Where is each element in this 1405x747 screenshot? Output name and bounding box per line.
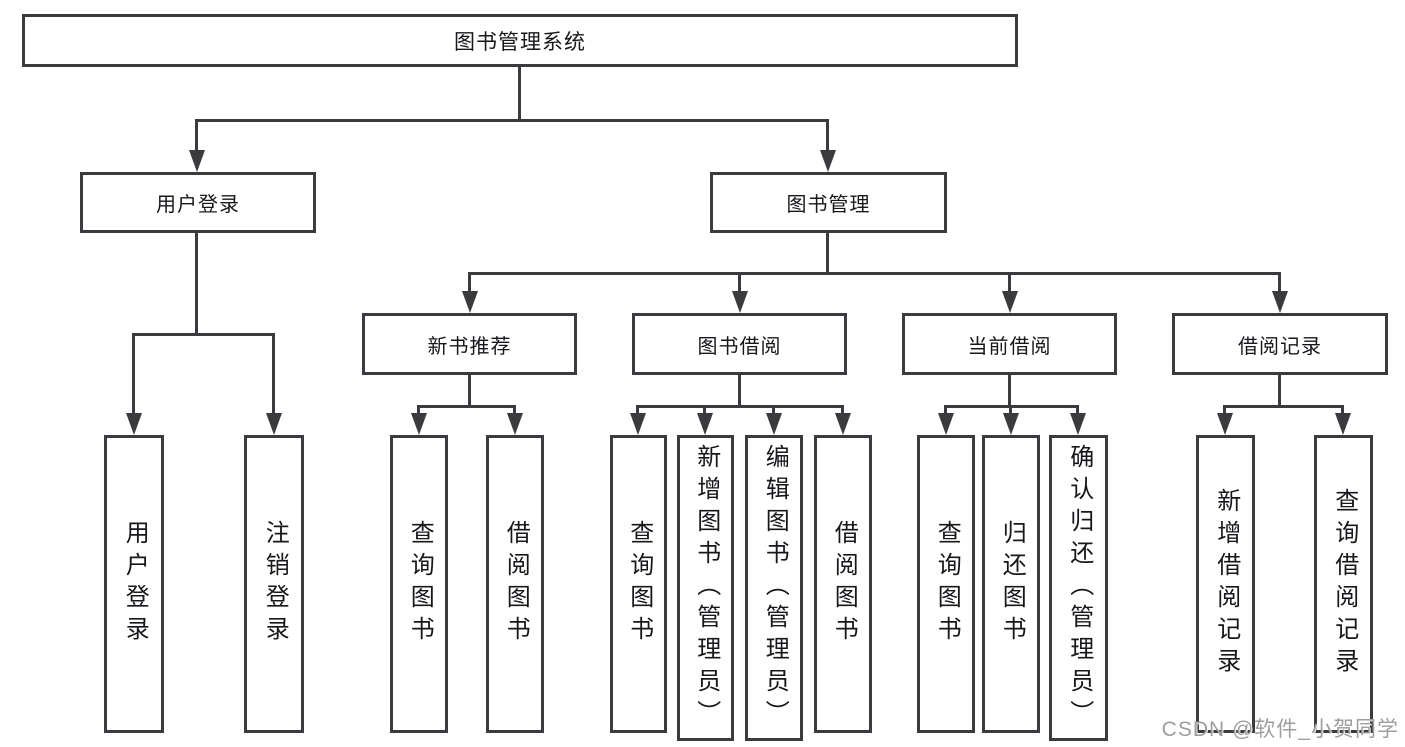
node-library-management-system: 图书管理系统 <box>22 14 1018 67</box>
connector-line <box>703 405 706 415</box>
connector-line <box>1341 405 1344 415</box>
csdn-watermark: CSDN @软件_小贺同学 <box>1161 718 1399 741</box>
connector-line <box>841 405 844 415</box>
arrow-down-icon <box>938 413 954 435</box>
arrow-down-icon <box>126 413 142 435</box>
connector-line <box>826 232 829 274</box>
arrow-down-icon <box>1070 413 1086 435</box>
arrow-down-icon <box>1217 413 1233 435</box>
leaf-add-borrow-record: 新增借阅记录 <box>1196 435 1255 733</box>
node-label: 图书管理 <box>786 194 871 216</box>
connector-line <box>738 375 741 407</box>
arrow-down-icon <box>697 413 713 435</box>
node-new-book-recommend: 新书推荐 <box>362 313 577 375</box>
arrow-down-icon <box>766 413 782 435</box>
leaf-user-login: 用户登录 <box>104 435 164 733</box>
node-borrowing-records: 借阅记录 <box>1172 313 1388 375</box>
connector-line <box>468 272 471 293</box>
node-label: 用户登录 <box>156 194 240 216</box>
leaf-label: 编辑图书（管理员） <box>761 444 789 732</box>
leaf-add-books-admin: 新增图书（管理员） <box>677 435 734 741</box>
connector-line <box>1008 272 1011 293</box>
leaf-logout: 注销登录 <box>244 435 304 733</box>
arrow-down-icon <box>507 413 523 435</box>
connector-line <box>1278 272 1281 293</box>
arrow-down-icon <box>189 150 205 172</box>
connector-line <box>1278 375 1281 407</box>
leaf-label: 查询借阅记录 <box>1330 488 1358 680</box>
connector-line <box>772 405 775 415</box>
connector-line <box>944 405 947 415</box>
connector-line <box>132 333 135 415</box>
connector-line <box>1223 405 1226 415</box>
connector-line <box>1223 405 1344 408</box>
leaf-query-books-2: 查询图书 <box>610 435 667 733</box>
connector-line <box>1009 405 1012 415</box>
leaf-label: 用户登录 <box>121 520 149 648</box>
arrow-down-icon <box>1002 291 1018 313</box>
connector-line <box>132 333 275 336</box>
arrow-down-icon <box>1272 291 1288 313</box>
connector-line <box>518 67 521 121</box>
leaf-borrow-books-1: 借阅图书 <box>486 435 544 733</box>
arrow-down-icon <box>820 150 836 172</box>
leaf-label: 注销登录 <box>261 520 289 648</box>
connector-line <box>272 333 275 415</box>
leaf-label: 确认归还（管理员） <box>1065 444 1093 732</box>
leaf-label: 借阅图书 <box>830 520 858 648</box>
leaf-query-books-3: 查询图书 <box>917 435 975 733</box>
connector-line <box>738 272 741 293</box>
arrow-down-icon <box>411 413 427 435</box>
connector-line <box>417 405 420 415</box>
arrow-down-icon <box>1003 413 1019 435</box>
connector-line <box>468 375 471 407</box>
node-label: 图书借阅 <box>697 335 782 358</box>
connector-line <box>468 272 1281 275</box>
node-label: 当前借阅 <box>967 335 1052 358</box>
node-label: 新书推荐 <box>427 335 512 358</box>
leaf-query-books-1: 查询图书 <box>390 435 448 733</box>
node-user-login: 用户登录 <box>80 172 316 233</box>
connector-line <box>636 405 639 415</box>
node-label: 借阅记录 <box>1238 335 1322 358</box>
leaf-label: 查询图书 <box>406 520 434 648</box>
arrow-down-icon <box>462 291 478 313</box>
leaf-label: 新增借阅记录 <box>1212 488 1240 680</box>
connector-line <box>195 119 829 122</box>
connector-line <box>195 232 198 335</box>
leaf-borrow-books-2: 借阅图书 <box>814 435 872 733</box>
connector-line <box>636 405 844 408</box>
leaf-label: 归还图书 <box>998 520 1026 648</box>
connector-line <box>417 405 516 408</box>
node-book-management: 图书管理 <box>710 172 947 233</box>
leaf-label: 查询图书 <box>625 520 653 648</box>
leaf-query-borrow-record: 查询借阅记录 <box>1314 435 1373 733</box>
connector-line <box>1008 375 1011 407</box>
arrow-down-icon <box>835 413 851 435</box>
arrow-down-icon <box>266 413 282 435</box>
leaf-label: 借阅图书 <box>502 520 530 648</box>
leaf-edit-books-admin: 编辑图书（管理员） <box>745 435 803 741</box>
connector-line <box>1076 405 1079 415</box>
connector-line <box>513 405 516 415</box>
leaf-confirm-return-admin: 确认归还（管理员） <box>1049 435 1108 741</box>
connector-line <box>195 119 198 152</box>
leaf-label: 新增图书（管理员） <box>692 444 720 732</box>
node-book-borrowing: 图书借阅 <box>632 313 847 375</box>
node-label: 图书管理系统 <box>454 30 586 54</box>
leaf-return-books: 归还图书 <box>982 435 1040 733</box>
connector-line <box>826 119 829 152</box>
node-current-borrowing: 当前借阅 <box>902 313 1117 375</box>
arrow-down-icon <box>1335 413 1351 435</box>
arrow-down-icon <box>630 413 646 435</box>
arrow-down-icon <box>732 291 748 313</box>
leaf-label: 查询图书 <box>933 520 961 648</box>
